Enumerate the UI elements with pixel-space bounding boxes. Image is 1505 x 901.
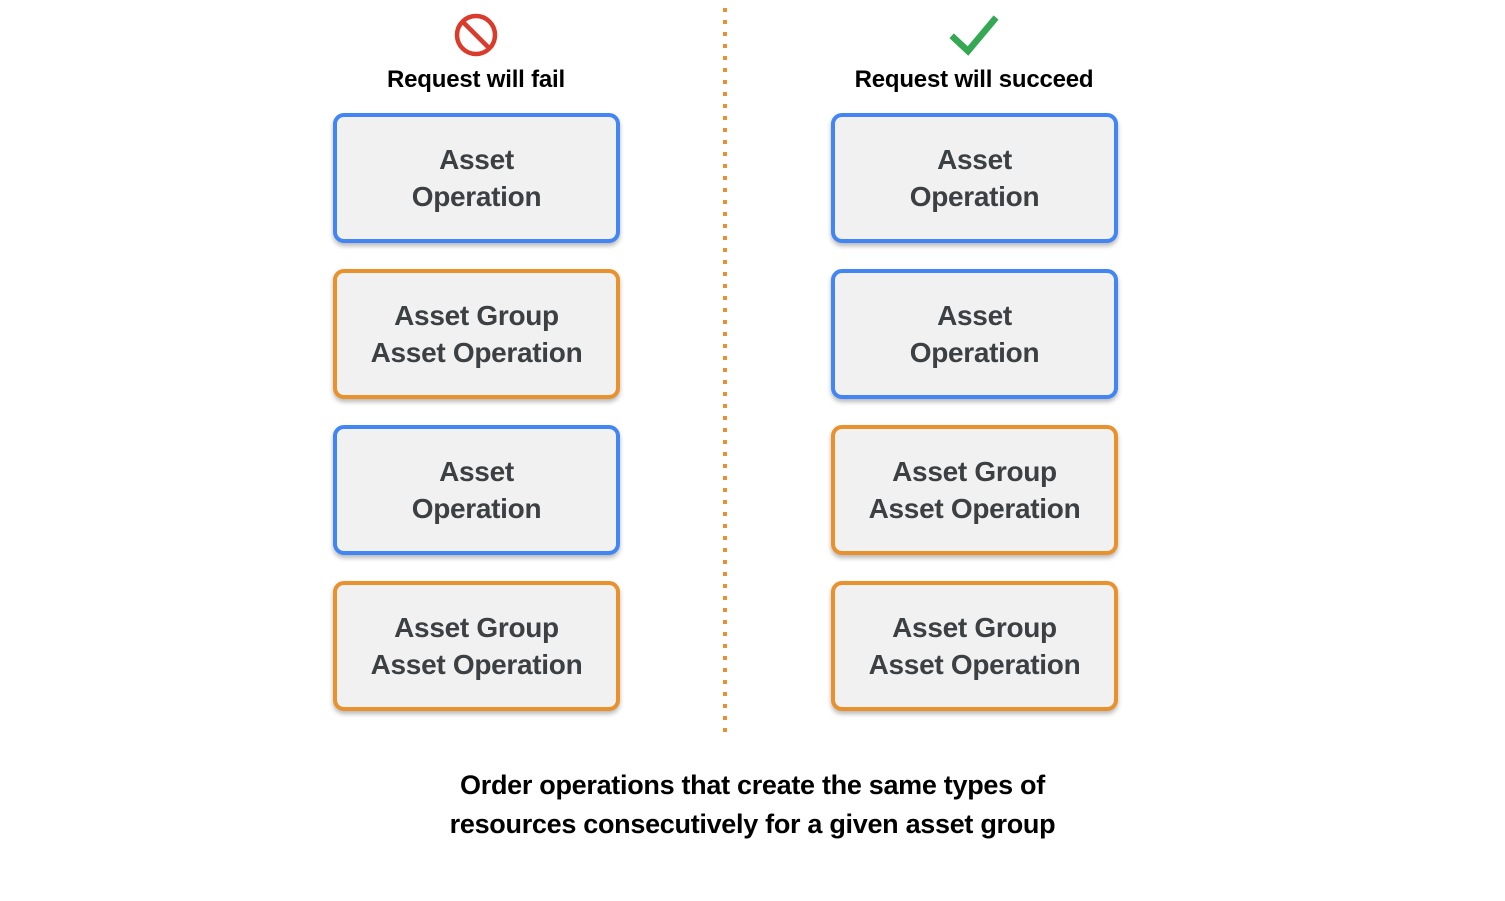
card-stack-fail: Asset Operation Asset Group Asset Operat… <box>333 113 620 711</box>
card-stack-succeed: Asset Operation Asset Operation Asset Gr… <box>831 113 1118 711</box>
card-asset-operation[interactable]: Asset Operation <box>831 113 1118 243</box>
column-title-fail: Request will fail <box>387 66 565 93</box>
diagram-caption: Order operations that create the same ty… <box>449 770 1056 839</box>
card-label: Asset Operation <box>909 144 1040 212</box>
prohibition-icon <box>446 12 506 60</box>
card-asset-operation[interactable]: Asset Operation <box>333 113 620 243</box>
card-label: Asset Operation <box>411 144 542 212</box>
card-label: Asset Group Asset Operation <box>868 456 1081 524</box>
column-header-fail: Request will fail <box>326 12 626 94</box>
card-asset-group-asset-operation[interactable]: Asset Group Asset Operation <box>333 269 620 399</box>
card-asset-operation[interactable]: Asset Operation <box>333 425 620 555</box>
card-label: Asset Group Asset Operation <box>370 300 583 368</box>
card-asset-operation[interactable]: Asset Operation <box>831 269 1118 399</box>
card-label: Asset Operation <box>909 300 1040 368</box>
column-header-succeed: Request will succeed <box>824 12 1124 94</box>
card-label: Asset Group Asset Operation <box>868 612 1081 680</box>
checkmark-icon <box>944 12 1004 60</box>
vertical-dotted-divider <box>723 8 727 735</box>
card-label: Asset Group Asset Operation <box>370 612 583 680</box>
card-asset-group-asset-operation[interactable]: Asset Group Asset Operation <box>831 425 1118 555</box>
column-title-succeed: Request will succeed <box>854 66 1094 93</box>
card-asset-group-asset-operation[interactable]: Asset Group Asset Operation <box>831 581 1118 711</box>
card-asset-group-asset-operation[interactable]: Asset Group Asset Operation <box>333 581 620 711</box>
card-label: Asset Operation <box>411 456 542 524</box>
